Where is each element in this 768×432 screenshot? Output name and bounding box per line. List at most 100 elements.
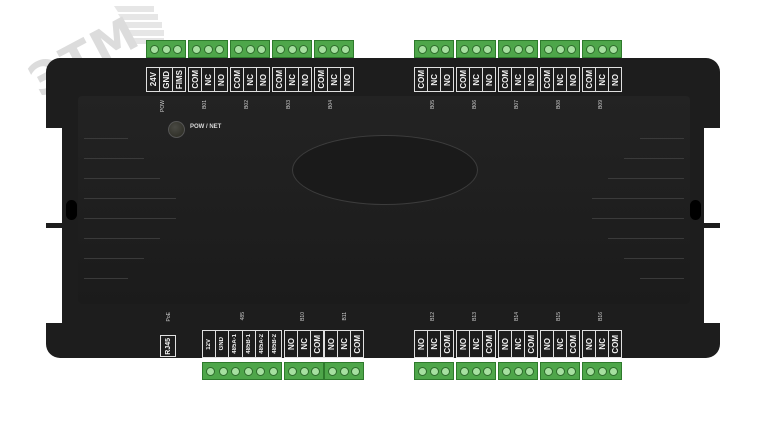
group-label: B12 bbox=[430, 312, 436, 321]
terminal-cell: COM bbox=[567, 331, 579, 357]
group-label: B04 bbox=[328, 100, 334, 109]
terminal-screw bbox=[215, 44, 225, 54]
terminal-connector bbox=[540, 40, 580, 58]
housing-notch bbox=[704, 128, 720, 223]
terminal-label: COM bbox=[232, 70, 242, 89]
terminal-cell: NO bbox=[215, 68, 227, 91]
terminal-screw bbox=[417, 366, 427, 376]
terminal-label: NC bbox=[429, 73, 439, 86]
terminal-cell: NC bbox=[470, 68, 483, 91]
vent-line bbox=[84, 178, 160, 179]
terminal-label: COM bbox=[312, 334, 322, 354]
terminal-label: 485A-1 bbox=[232, 334, 239, 354]
terminal-label: NO bbox=[442, 73, 452, 86]
vent-line bbox=[84, 258, 144, 259]
terminal-cell: COM bbox=[415, 68, 428, 91]
terminal-cell: NC bbox=[338, 331, 351, 357]
terminal-screw bbox=[501, 44, 511, 54]
terminal-screw bbox=[299, 44, 309, 54]
terminal-connector bbox=[498, 40, 538, 58]
terminal-label: NO bbox=[416, 338, 426, 350]
group-label: B10 bbox=[300, 312, 306, 321]
terminal-screw bbox=[329, 44, 339, 54]
group-label: 485 bbox=[240, 312, 246, 321]
group-label: B15 bbox=[556, 312, 562, 321]
status-led-label: POW / NET bbox=[190, 124, 222, 130]
terminal-label: 12V bbox=[206, 338, 213, 350]
terminal-screw bbox=[525, 44, 535, 54]
terminal-label: 485B-2 bbox=[271, 334, 278, 354]
terminal-label: COM bbox=[316, 70, 326, 89]
group-label: B01 bbox=[202, 100, 208, 109]
terminal-screw bbox=[555, 366, 565, 376]
terminal-label: NO bbox=[568, 73, 578, 86]
terminal-screw bbox=[317, 44, 327, 54]
terminal-cell: COM bbox=[441, 331, 453, 357]
vent-line bbox=[84, 138, 128, 139]
terminal-label: NC bbox=[513, 338, 523, 350]
terminal-cell: 485A-2 bbox=[256, 331, 269, 357]
terminal-cell: COM bbox=[315, 68, 328, 91]
terminal-label: FIMS bbox=[174, 69, 184, 90]
terminal-label: NC bbox=[513, 73, 523, 86]
terminal-screw bbox=[597, 366, 607, 376]
terminal-connector bbox=[272, 40, 312, 58]
terminal-cell: NC bbox=[596, 331, 609, 357]
terminal-screw bbox=[609, 44, 619, 54]
terminal-label: NO bbox=[342, 73, 352, 86]
terminal-screw bbox=[567, 44, 577, 54]
terminal-screw bbox=[471, 44, 481, 54]
terminal-cell: NO bbox=[483, 68, 495, 91]
terminal-label: NC bbox=[471, 73, 481, 86]
terminal-connector bbox=[284, 362, 324, 380]
terminal-label: NO bbox=[500, 338, 510, 350]
terminal-cell: 485B-1 bbox=[243, 331, 256, 357]
mounting-hole bbox=[66, 200, 77, 220]
terminal-screw bbox=[161, 44, 171, 54]
terminal-screw bbox=[585, 44, 595, 54]
terminal-label: NC bbox=[597, 73, 607, 86]
housing-notch bbox=[46, 128, 62, 223]
terminal-screw bbox=[339, 366, 349, 376]
vent-line bbox=[84, 158, 144, 159]
terminal-screw bbox=[341, 44, 351, 54]
terminal-cell: NC bbox=[554, 68, 567, 91]
terminal-cell: NO bbox=[499, 331, 512, 357]
terminal-screw bbox=[287, 44, 297, 54]
terminal-label: NC bbox=[555, 338, 565, 350]
terminal-connector bbox=[414, 362, 454, 380]
terminal-cell: NO bbox=[325, 331, 338, 357]
terminal-label: NC bbox=[245, 73, 255, 86]
terminal-screw bbox=[231, 366, 241, 376]
terminal-cell: NC bbox=[328, 68, 341, 91]
terminal-screw bbox=[555, 44, 565, 54]
vent-line bbox=[84, 218, 176, 219]
terminal-label: NO bbox=[258, 73, 268, 86]
terminal-label: NO bbox=[216, 73, 226, 86]
terminal-label: NC bbox=[555, 73, 565, 86]
terminal-cell: COM bbox=[231, 68, 244, 91]
terminal-screw bbox=[567, 366, 577, 376]
terminal-cell: COM bbox=[525, 331, 537, 357]
terminal-label: NC bbox=[203, 73, 213, 86]
vent-line bbox=[592, 198, 684, 199]
group-label: B05 bbox=[430, 100, 436, 109]
terminal-connector bbox=[414, 40, 454, 58]
terminal-screw bbox=[206, 366, 216, 376]
terminal-label: NO bbox=[326, 338, 336, 350]
terminal-screw bbox=[429, 44, 439, 54]
group-label: B08 bbox=[556, 100, 562, 109]
terminal-cell: NC bbox=[202, 68, 215, 91]
terminal-connector bbox=[540, 362, 580, 380]
terminal-label: COM bbox=[352, 334, 362, 354]
group-label: B14 bbox=[514, 312, 520, 321]
terminal-screw bbox=[268, 366, 278, 376]
terminal-label: NO bbox=[526, 73, 536, 86]
terminal-cell: COM bbox=[583, 68, 596, 91]
terminal-screw bbox=[233, 44, 243, 54]
terminal-cell: 485A-1 bbox=[229, 331, 243, 357]
terminal-label: NO bbox=[542, 338, 552, 350]
group-label: B09 bbox=[598, 100, 604, 109]
